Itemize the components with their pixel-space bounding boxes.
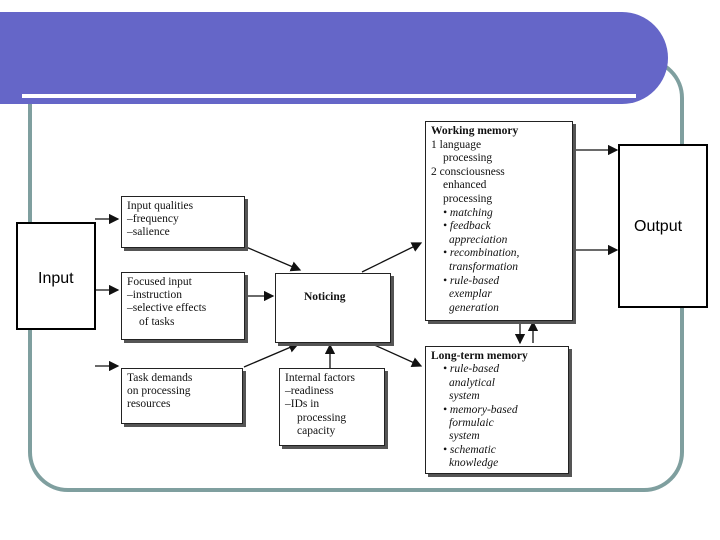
internal-factors-line: processing (297, 411, 347, 424)
input-qualities-box: Input qualities –frequency –salience (121, 196, 245, 248)
focused-input-item: of tasks (139, 315, 175, 328)
focused-input-title: Focused input (127, 276, 192, 288)
working-memory-line: 2 consciousness (431, 165, 505, 178)
input-box: Input (16, 222, 96, 330)
input-qualities-item: –salience (127, 226, 170, 239)
internal-factors-line: –readiness (285, 385, 334, 398)
banner-divider (22, 94, 636, 98)
internal-factors-line: capacity (297, 424, 336, 437)
long-term-memory-line: • schematic (443, 443, 496, 456)
internal-factors-line: Internal factors (285, 372, 355, 384)
working-memory-line: exemplar (449, 288, 492, 301)
working-memory-line: • matching (443, 206, 493, 219)
long-term-memory-line: analytical (449, 376, 495, 389)
internal-factors-box: Internal factors –readiness –IDs in proc… (279, 368, 385, 446)
long-term-memory-box: Long-term memory • rule-based analytical… (425, 346, 569, 474)
working-memory-line: appreciation (449, 233, 508, 246)
input-qualities-title: Input qualities (127, 200, 194, 212)
working-memory-line: 1 language (431, 138, 482, 151)
arrow-noticing-to-working (361, 242, 423, 273)
working-memory-line: transformation (449, 260, 519, 273)
working-memory-title: Working memory (431, 125, 519, 137)
output-label: Output (634, 218, 683, 235)
focused-input-box: Focused input –instruction –selective ef… (121, 272, 245, 340)
long-term-memory-line: knowledge (449, 457, 499, 470)
input-qualities-item: –frequency (127, 213, 179, 226)
noticing-label: Noticing (304, 291, 346, 303)
internal-factors-line: –IDs in (285, 398, 320, 411)
output-box: Output (618, 144, 708, 308)
arrow-task-to-noticing (243, 342, 300, 368)
long-term-memory-line: system (449, 430, 480, 443)
working-memory-line: • rule-based (443, 274, 500, 287)
task-demands-box: Task demands on processing resources (121, 368, 243, 424)
working-memory-line: • feedback (443, 220, 491, 233)
task-demands-line: on processing (127, 385, 191, 398)
noticing-box: Noticing (275, 273, 391, 343)
task-demands-line: resources (127, 398, 171, 411)
long-term-memory-line: • memory-based (443, 403, 518, 416)
focused-input-item: –selective effects (127, 302, 207, 315)
working-memory-line: processing (443, 152, 493, 165)
working-memory-line: enhanced (443, 179, 487, 192)
task-demands-line: Task demands (127, 372, 193, 384)
long-term-memory-line: formulaic (449, 417, 494, 430)
long-term-memory-title: Long-term memory (431, 350, 528, 362)
long-term-memory-line: system (449, 390, 480, 403)
arrow-noticing-to-longterm (369, 342, 423, 367)
input-label: Input (38, 270, 74, 287)
focused-input-item: –instruction (127, 289, 182, 302)
working-memory-line: • recombination, (443, 247, 520, 260)
title-banner (0, 12, 668, 104)
working-memory-box: Working memory 1 language processing 2 c… (425, 121, 573, 321)
working-memory-line: generation (449, 301, 499, 314)
long-term-memory-line: • rule-based (443, 363, 500, 376)
arrow-qualities-to-noticing (245, 246, 302, 272)
working-memory-line: processing (443, 192, 493, 205)
